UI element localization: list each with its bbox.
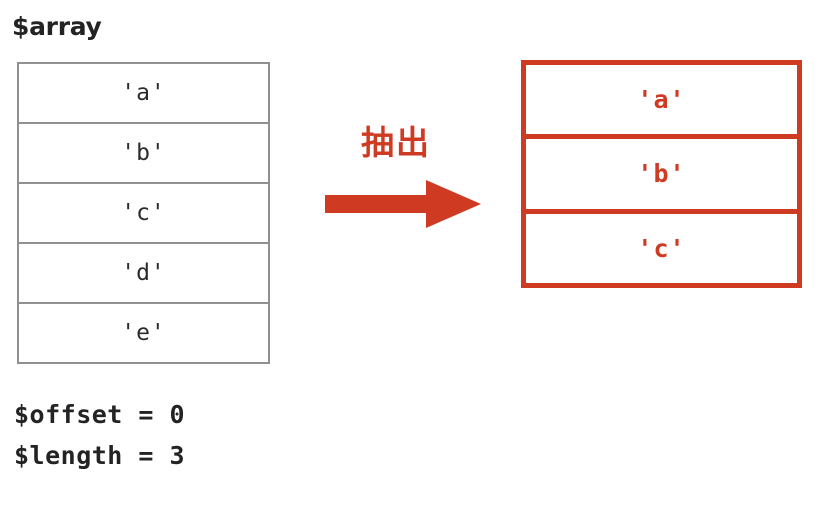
source-cell-2: 'c': [19, 184, 268, 244]
source-cell-4: 'e': [121, 320, 166, 346]
result-array-table: 'a' 'b' 'c': [521, 60, 802, 288]
parameter-list: $offset = 0 $length = 3: [14, 402, 185, 468]
source-array-title: $array: [12, 12, 102, 41]
source-array-table: 'a' 'b' 'c' 'd' 'e': [17, 62, 270, 364]
result-cell-1: 'b': [526, 139, 797, 214]
result-cell-0: 'a': [526, 65, 797, 140]
param-length: $length = 3: [14, 441, 186, 470]
arrow-right-icon: [325, 180, 481, 228]
source-cell-0: 'a': [19, 64, 268, 124]
extract-label: 抽出: [361, 123, 431, 162]
source-cell-1: 'b': [19, 124, 268, 184]
source-cell-3: 'd': [19, 244, 268, 304]
param-offset: $offset = 0: [14, 400, 186, 429]
result-cell-2: 'c': [637, 233, 686, 263]
